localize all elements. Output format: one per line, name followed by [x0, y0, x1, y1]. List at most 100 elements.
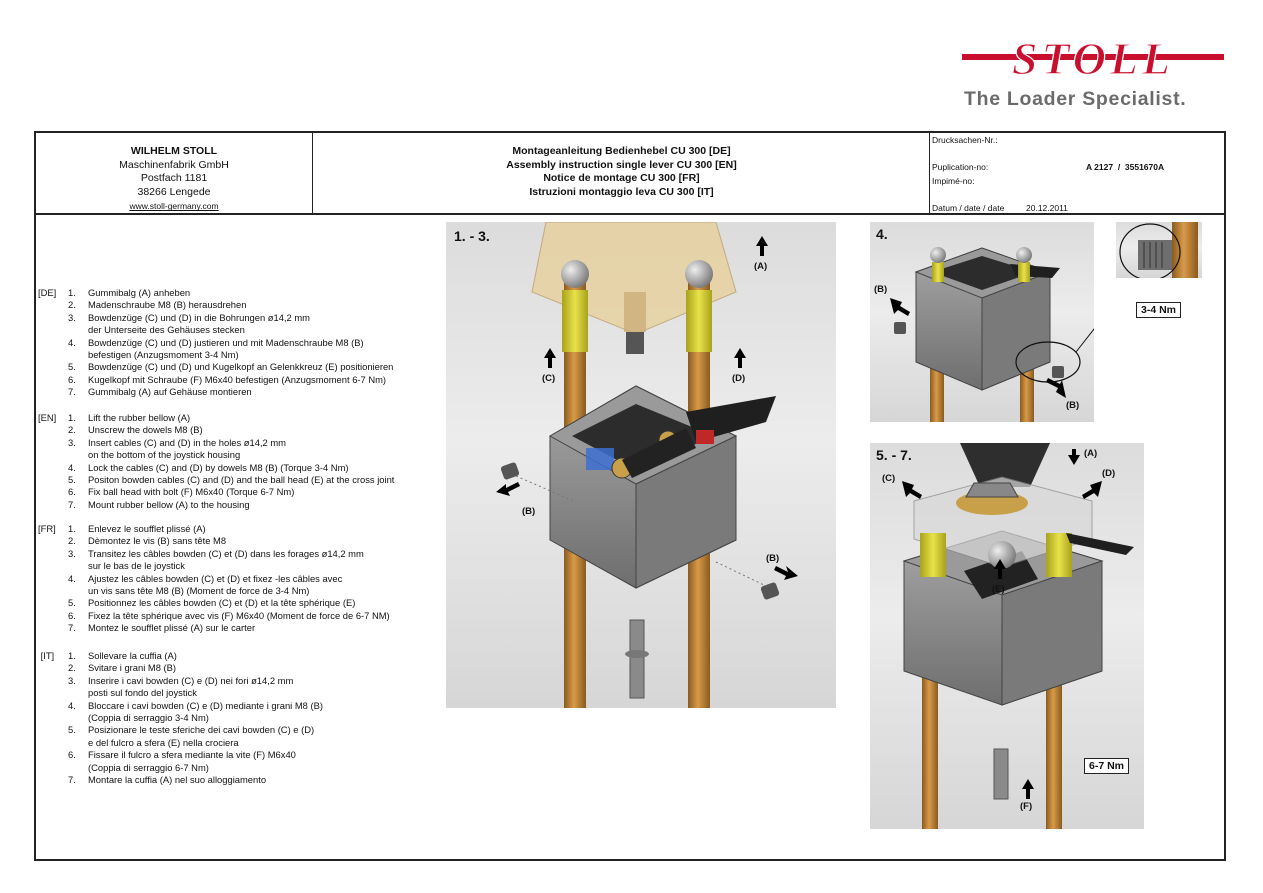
section-language-tag: [FR]: [38, 523, 56, 534]
arrow-up-icon: [544, 348, 556, 368]
instruction-step: 5. Bowdenzüge (C) und (D) und Kugelkopf a…: [38, 361, 393, 373]
step-text: un vis sans tête M8 (B) (Moment de force…: [88, 585, 310, 597]
arrow-up-left-icon: [1046, 378, 1066, 398]
step-text: Bowdenzüge (C) und (D) und Kugelkopf an …: [88, 361, 394, 373]
figure-3-illustration: [902, 443, 1134, 829]
step-text: (Coppia di serraggio 6-7 Nm): [88, 761, 209, 773]
instruction-step: 3.Inserire i cavi bowden (C) e (D) nei f…: [38, 675, 323, 687]
logo-tagline: The Loader Specialist.: [964, 88, 1187, 110]
figure-1-step-label: 1. - 3.: [454, 228, 490, 244]
figure-2-illustration: [890, 247, 1094, 422]
arrow-up-icon: [756, 236, 768, 256]
print-number-label: Drucksachen-Nr.:: [932, 135, 998, 145]
instruction-step: 7.Gummibalg (A) auf Gehäuse montieren: [38, 386, 393, 398]
arrow-up-icon: [994, 559, 1006, 579]
step-text: Montez le soufflet plissé (A) sur le car…: [88, 622, 256, 634]
label-c: (C): [542, 373, 556, 384]
step-text: e del fulcro a sfera (E) nella crociera: [88, 736, 239, 748]
instruction-step: 5. Positon bowden cables (C) and (D) and …: [38, 474, 394, 486]
step-text: Unscrew the dowels M8 (B): [88, 424, 203, 436]
step-number: 7.: [68, 386, 76, 398]
step-number: 3.: [68, 547, 76, 559]
label-b-right: (B): [766, 553, 780, 564]
step-text: Fix ball head with bolt (F) M6x40 (Torqu…: [88, 486, 295, 498]
step-text: Fixez la tête sphérique avec vis (F) M6x…: [88, 609, 390, 621]
step-text: Bowdenzüge (C) und (D) in die Bohrungen …: [88, 311, 310, 323]
arrow-down-right-icon: [890, 298, 910, 316]
instruction-step: 7.Montare la cuffia (A) nel suo alloggia…: [38, 774, 323, 786]
step-text: Fissare il fulcro a sfera mediante la vi…: [88, 749, 296, 761]
figure-step-4: 4. (B) (B): [870, 222, 1094, 422]
step-text: Ajustez les câbles bowden (C) et (D) et …: [88, 572, 343, 584]
instruction-section: [FR]1.Enlevez le soufflet plissé (A)2.Dè…: [38, 523, 390, 635]
step-text: Positon bowden cables (C) and (D) and th…: [88, 474, 395, 486]
instruction-step: 2.Svitare i grani M8 (B): [38, 662, 323, 674]
label-d: (D): [732, 373, 746, 384]
step-text: sur le bas de le joystick: [88, 560, 185, 572]
figure-2-step-label: 4.: [876, 226, 888, 242]
step-number: 7.: [68, 498, 76, 510]
header-divider-1: [312, 131, 313, 214]
torque-label-3-4: 3-4 Nm: [1136, 302, 1182, 318]
step-text: Transitez les câbles bowden (C) et (D) d…: [88, 547, 364, 559]
step-text: posti sul fondo del joystick: [88, 687, 197, 699]
instruction-step: 1.Enlevez le soufflet plissé (A): [38, 523, 390, 535]
step-number: 2.: [68, 424, 76, 436]
step-number: 5.: [68, 474, 76, 486]
step-text: on the bottom of the joystick housing: [88, 449, 241, 461]
company-website-link[interactable]: www.stoll-germany.com: [129, 201, 219, 212]
step-number: 4.: [68, 461, 76, 473]
instruction-step: e del fulcro a sfera (E) nella crociera: [38, 737, 323, 749]
arrow-left-icon: [496, 482, 520, 496]
arrow-down-right-icon: [902, 481, 922, 499]
detail-illustration: [1119, 222, 1198, 278]
step-text: Posizionare le teste sferiche dei cavi b…: [88, 724, 315, 736]
instruction-step: 3.Insert cables (C) and (D) in the holes…: [38, 437, 394, 449]
step-number: 3.: [68, 311, 76, 323]
date-value: 20.12.2011: [1026, 203, 1068, 213]
instruction-step: 4.Bowdenzüge (C) und (D) justieren und m…: [38, 337, 393, 349]
step-text: Kugelkopf mit Schraube (F) M6x40 befesti…: [88, 373, 387, 385]
section-language-tag: [IT]: [38, 650, 55, 661]
step-text: (Coppia di serraggio 3-4 Nm): [88, 712, 209, 724]
label-b-top: (B): [874, 284, 888, 295]
instruction-step: 1. Lift the rubber bellow (A): [38, 412, 394, 424]
step-number: 1.: [68, 412, 76, 423]
step-text: Gummibalg (A) anheben: [88, 287, 191, 298]
company-name: WILHELM STOLL: [130, 145, 218, 157]
instruction-step: 4.Bloccare i cavi bowden (C) e (D) media…: [38, 700, 323, 712]
instruction-step: 2.Madenschraube M8 (B) herausdrehen: [38, 299, 393, 311]
figure-step-4-detail: [1116, 222, 1202, 278]
instruction-step: 3. Bowdenzüge (C) und (D) in die Bohrunge…: [38, 312, 393, 324]
instruction-step: befestigen (Anzugsmoment 3-4 Nm): [38, 349, 393, 361]
stoll-wordmark: STOLL: [962, 36, 1224, 80]
instruction-step: un vis sans tête M8 (B) (Moment de force…: [38, 585, 390, 597]
instruction-step: 3. Transitez les câbles bowden (C) et (D)…: [38, 548, 390, 560]
step-number: 6.: [68, 749, 76, 761]
step-number: 3.: [68, 674, 76, 686]
figure-3-step-label: 5. - 7.: [876, 447, 912, 463]
step-number: 6.: [68, 373, 76, 385]
instruction-step: (Coppia di serraggio 3-4 Nm): [38, 712, 323, 724]
step-number: 4.: [68, 572, 76, 584]
step-text: Montare la cuffia (A) nel suo alloggiame…: [88, 774, 267, 786]
step-text: Lift the rubber bellow (A): [88, 412, 191, 423]
instruction-step: 2.Dèmontez le vis (B) sans tête M8: [38, 535, 390, 547]
step-number: 7.: [68, 622, 76, 634]
instruction-step: 4. Ajustez les câbles bowden (C) et (D) e…: [38, 573, 390, 585]
step-number: 5.: [68, 361, 76, 373]
step-text: Insert cables (C) and (D) in the holes ø…: [88, 436, 286, 448]
instruction-step: 1.Gummibalg (A) anheben: [38, 287, 393, 299]
step-text: Sollevare la cuffia (A): [88, 650, 177, 661]
instruction-step: sur le bas de le joystick: [38, 560, 390, 572]
company-line1: Maschinenfabrik GmbH: [119, 158, 229, 171]
title-fr: Notice de montage CU 300 [FR]: [543, 172, 700, 184]
instruction-step: 6. Fissare il fulcro a sfera mediante la …: [38, 749, 323, 761]
figure-steps-1-3: 1. - 3. (A) (C) (D) (B) (B): [446, 222, 836, 708]
instruction-step: 7. Montez le soufflet plissé (A) sur le c…: [38, 622, 390, 634]
step-number: 5.: [68, 724, 76, 736]
step-number: 6.: [68, 486, 76, 498]
document-titles: Montageanleitung Bedienhebel CU 300 [DE]…: [314, 145, 929, 199]
section-language-tag: [EN]: [38, 412, 57, 423]
company-line2: Postfach 1181: [140, 172, 208, 185]
